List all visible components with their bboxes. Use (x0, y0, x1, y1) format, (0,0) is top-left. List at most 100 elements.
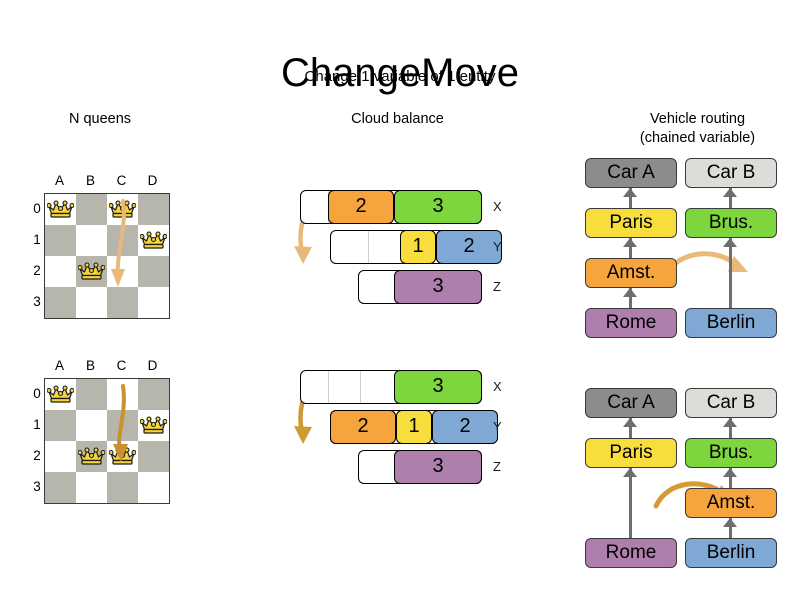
chain-link-line (629, 418, 632, 438)
page-title: ChangeMove (281, 50, 519, 95)
board-cell-B1[interactable] (76, 225, 107, 256)
queen-icon[interactable] (109, 445, 136, 468)
cloud-computer-label-y: Y (493, 239, 502, 254)
board-cell-C3[interactable] (107, 472, 138, 503)
chain-link-arrowhead (623, 188, 637, 197)
queen-icon[interactable] (140, 229, 167, 252)
board-cell-B3[interactable] (76, 472, 107, 503)
board-cell-A2[interactable] (45, 256, 76, 287)
board-cell-D0[interactable] (138, 194, 169, 225)
cloud-process-block[interactable]: 3 (394, 450, 482, 484)
routing-node-car-b[interactable]: Car B (685, 158, 777, 188)
board-cell-D3[interactable] (138, 287, 169, 318)
queen-icon[interactable] (109, 198, 136, 221)
board-cell-C0[interactable] (107, 379, 138, 410)
chain-link-line (629, 188, 632, 208)
row-label-3: 3 (33, 479, 41, 494)
cloud-process-block[interactable]: 2 (436, 230, 502, 264)
board-cell-C1[interactable] (107, 410, 138, 441)
column-label-a: A (54, 358, 64, 373)
routing-node-rome[interactable]: Rome (585, 308, 677, 338)
board-cell-A3[interactable] (45, 287, 76, 318)
section-heading-routing-line1: Vehicle routing (649, 111, 746, 127)
routing-node-brus[interactable]: Brus. (685, 208, 777, 238)
column-label-c: C (116, 358, 127, 373)
queen-icon[interactable] (47, 383, 74, 406)
chain-link-arrowhead (723, 468, 737, 477)
board-cell-D0[interactable] (138, 379, 169, 410)
cloud-computer-label-x: X (493, 199, 502, 214)
chain-link-arrowhead (723, 238, 737, 247)
routing-node-car-a[interactable]: Car A (585, 158, 677, 188)
cloud-process-block[interactable]: 3 (394, 370, 482, 404)
row-label-1: 1 (33, 417, 41, 432)
cloud-process-block[interactable]: 3 (394, 190, 482, 224)
cloud-process-block[interactable]: 1 (400, 230, 436, 264)
column-label-d: D (147, 358, 158, 373)
chain-link-line (629, 288, 632, 308)
routing-node-car-a[interactable]: Car A (585, 388, 677, 418)
routing-node-berlin[interactable]: Berlin (685, 538, 777, 568)
board-cell-A3[interactable] (45, 472, 76, 503)
board-cell-A2[interactable] (45, 441, 76, 472)
row-label-1: 1 (33, 232, 41, 247)
chain-link-arrowhead (623, 418, 637, 427)
column-labels: A B C D (44, 357, 168, 377)
chain-link-line (729, 518, 732, 538)
cloud-process-block[interactable]: 1 (396, 410, 432, 444)
routing-node-berlin[interactable]: Berlin (685, 308, 777, 338)
chain-link-arrowhead (723, 418, 737, 427)
cloud-process-block[interactable]: 2 (328, 190, 394, 224)
board-cell-A1[interactable] (45, 225, 76, 256)
routing-node-car-b[interactable]: Car B (685, 388, 777, 418)
chain-link-arrowhead (623, 238, 637, 247)
board-cell-B3[interactable] (76, 287, 107, 318)
cloud-process-block[interactable]: 2 (432, 410, 498, 444)
queen-icon[interactable] (140, 414, 167, 437)
routing-node-paris[interactable]: Paris (585, 438, 677, 468)
chain-link-line (729, 468, 732, 488)
chain-link-line (629, 238, 632, 258)
column-label-b: B (85, 173, 95, 188)
routing-node-amst[interactable]: Amst. (685, 488, 777, 518)
board-cell-D2[interactable] (138, 441, 169, 472)
board-cell-C3[interactable] (107, 287, 138, 318)
queen-icon[interactable] (78, 260, 105, 283)
board-cell-B0[interactable] (76, 379, 107, 410)
section-heading-nqueens: N queens (68, 111, 132, 127)
section-heading-routing-line2: (chained variable) (639, 130, 756, 146)
queen-icon[interactable] (47, 198, 74, 221)
routing-node-amst[interactable]: Amst. (585, 258, 677, 288)
row-label-2: 2 (33, 448, 41, 463)
column-label-b: B (85, 358, 95, 373)
page-subtitle: Change 1 variable of 1 entity (304, 68, 496, 85)
cloud-process-block[interactable]: 3 (394, 270, 482, 304)
routing-node-paris[interactable]: Paris (585, 208, 677, 238)
board-cell-A1[interactable] (45, 410, 76, 441)
board-cell-D3[interactable] (138, 472, 169, 503)
section-heading-routing: Vehicle routing (chained variable) (595, 110, 800, 148)
board-cell-B1[interactable] (76, 410, 107, 441)
queen-icon[interactable] (78, 445, 105, 468)
board-cell-B0[interactable] (76, 194, 107, 225)
routing-node-rome[interactable]: Rome (585, 538, 677, 568)
row-label-0: 0 (33, 201, 41, 216)
column-label-c: C (116, 173, 127, 188)
board-cell-C2[interactable] (107, 256, 138, 287)
board-cell-C1[interactable] (107, 225, 138, 256)
cloud-process-block[interactable]: 2 (330, 410, 396, 444)
board-grid[interactable] (44, 193, 170, 319)
routing-node-brus[interactable]: Brus. (685, 438, 777, 468)
board-cell-D2[interactable] (138, 256, 169, 287)
cloud-bar-divider (328, 371, 329, 403)
chain-link-arrowhead (623, 288, 637, 297)
board-grid[interactable] (44, 378, 170, 504)
cloud-computer-label-y: Y (493, 419, 502, 434)
